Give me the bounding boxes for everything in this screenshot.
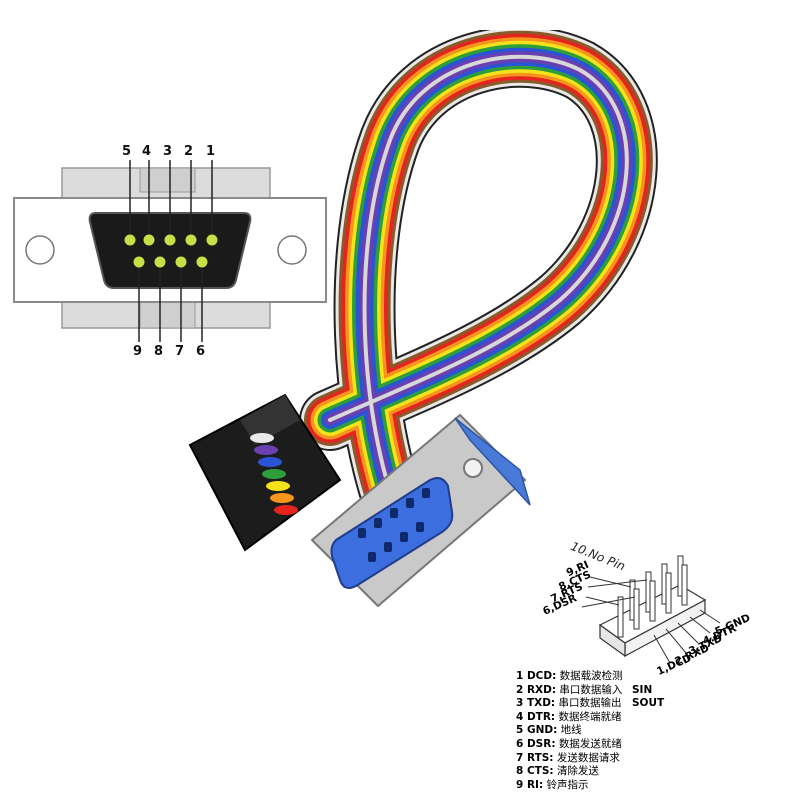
db9-female-connector <box>310 413 531 608</box>
legend-signal: 6 DSR: <box>516 737 556 750</box>
pin-4 <box>143 234 155 246</box>
signal-legend: 1 DCD: 数据载波检测 2 RXD: 串口数据输入 SIN 3 TXD: 串… <box>516 670 796 792</box>
pin-6 <box>196 256 208 268</box>
mounting-hole-right <box>277 235 307 265</box>
legend-signal: 9 RI: <box>516 778 544 791</box>
pin-2 <box>185 234 197 246</box>
legend-row: 7 RTS: 发送数据请求 <box>516 752 796 766</box>
legend-signal: 1 DCD: <box>516 670 557 682</box>
legend-extra: SIN <box>632 683 653 696</box>
ribbon-cable-photo <box>180 25 680 610</box>
legend-description: 地线 <box>560 724 582 737</box>
mounting-hole-left <box>25 235 55 265</box>
pin-number-label: 1 <box>206 144 216 159</box>
pin-number-label: 3 <box>163 144 173 159</box>
legend-description: 数据载波检测 <box>559 670 623 682</box>
legend-description: 数据发送就绪 <box>558 737 622 750</box>
legend-description: 数据终端就绪 <box>558 710 622 723</box>
pin-number-label: 8 <box>154 344 164 359</box>
legend-row: 4 DTR: 数据终端就绪 <box>516 711 796 725</box>
legend-description: 串口数据输入 <box>559 683 623 696</box>
legend-signal: 3 TXD: <box>516 697 556 710</box>
legend-row: 8 CTS: 清除发送 <box>516 765 796 779</box>
pin-number-label: 4 <box>142 144 152 159</box>
pin-number-label: 9 <box>133 344 143 359</box>
legend-extra: SOUT <box>632 697 665 710</box>
legend-row: 1 DCD: 数据载波检测 <box>516 670 796 684</box>
pin-1 <box>206 234 218 246</box>
pin-number-label: 2 <box>184 144 194 159</box>
pin-number-label: 7 <box>175 344 185 359</box>
legend-row: 5 GND: 地线 <box>516 724 796 738</box>
legend-description: 清除发送 <box>556 765 599 778</box>
legend-signal: 5 GND: <box>516 724 558 737</box>
header-pins-drawing <box>581 555 721 664</box>
legend-signal: 2 RXD: <box>516 683 557 696</box>
pin-5 <box>124 234 136 246</box>
legend-signal: 4 DTR: <box>516 710 556 723</box>
legend-row: 3 TXD: 串口数据输出 SOUT <box>516 697 796 711</box>
pin-7 <box>175 256 187 268</box>
legend-description: 铃声指示 <box>546 778 589 791</box>
db9-connector-drawing <box>13 160 327 342</box>
pin-9 <box>133 256 145 268</box>
legend-signal: 8 CTS: <box>516 765 554 778</box>
pin-number-label: 5 <box>122 144 132 159</box>
header-pinout-diagram: 10.No Pin 9,RI 8,CTS 7,RTS 6,DSR 5.GND 4… <box>530 525 790 678</box>
ribbon-cable-drawing <box>188 25 658 608</box>
pin-3 <box>164 234 176 246</box>
legend-signal: 7 RTS: <box>516 751 554 764</box>
db9-pinout-diagram: 5 4 3 2 1 9 8 7 6 <box>0 0 340 370</box>
legend-row: 2 RXD: 串口数据输入 SIN <box>516 684 796 698</box>
pin-8 <box>154 256 166 268</box>
legend-description: 发送数据请求 <box>556 751 620 764</box>
pin-number-label: 6 <box>196 344 206 359</box>
idc-header-connector <box>188 393 342 552</box>
legend-row: 9 RI: 铃声指示 <box>516 779 796 793</box>
legend-row: 6 DSR: 数据发送就绪 <box>516 738 796 752</box>
legend-description: 串口数据输出 <box>558 697 622 710</box>
